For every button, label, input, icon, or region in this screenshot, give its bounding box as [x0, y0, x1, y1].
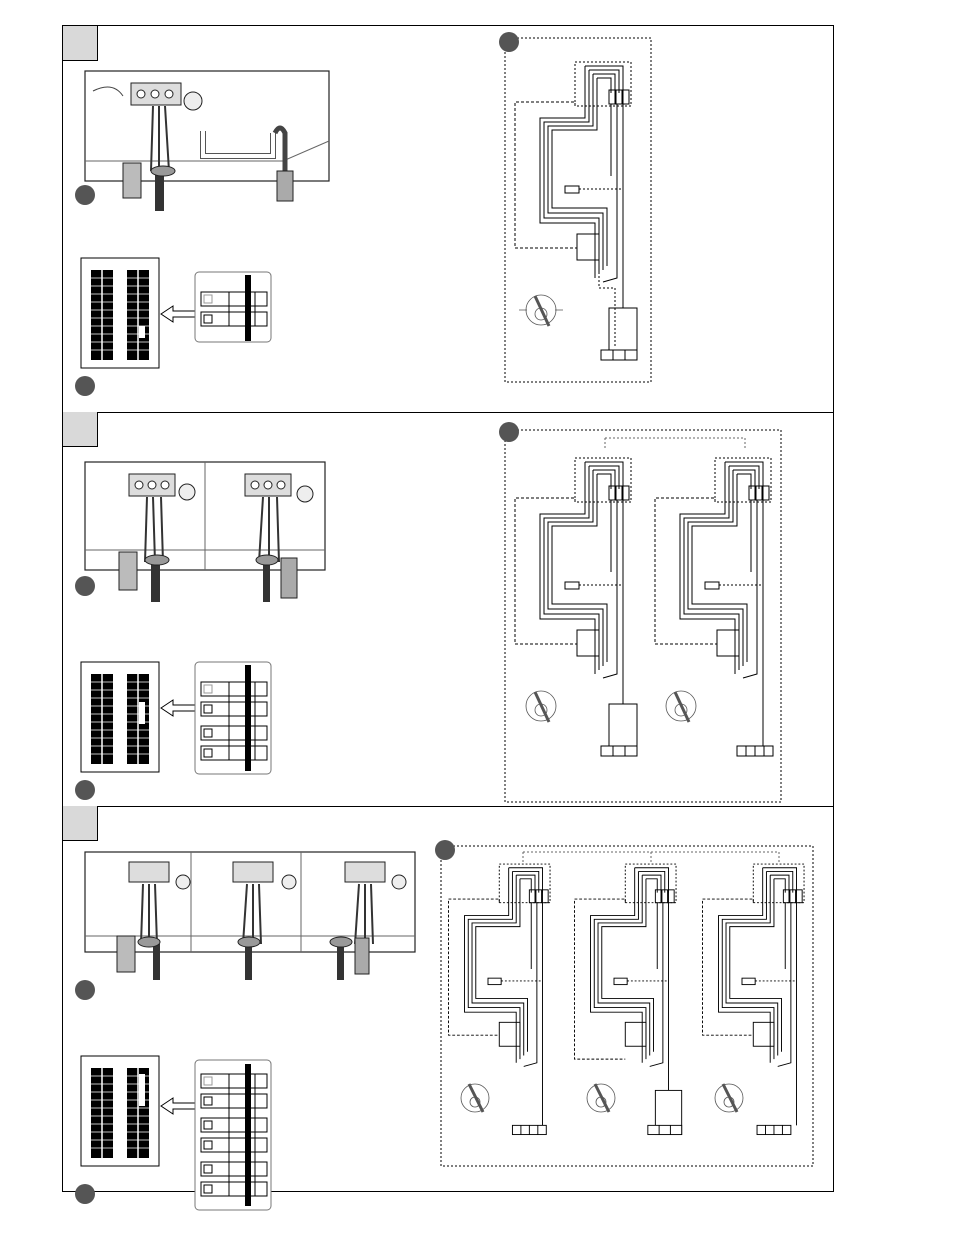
- step-marker: [499, 422, 519, 442]
- wiring-schematic: [505, 430, 783, 804]
- gas-valve-icon: [666, 691, 696, 722]
- step-marker: [75, 780, 95, 800]
- step-marker: [499, 32, 519, 52]
- water-heater-connection-illustration: [83, 71, 333, 211]
- water-heater-connection-illustration: [83, 462, 328, 602]
- panel-number-tab: [63, 412, 98, 447]
- diagram-frame: [62, 25, 834, 1192]
- breaker-panel-illustration: [81, 258, 161, 370]
- breaker-panel-illustration: [81, 662, 161, 774]
- water-heater-connection-illustration: [83, 852, 419, 982]
- step-marker: [435, 840, 455, 860]
- wiring-schematic: [505, 38, 655, 384]
- breaker-detail-illustration: [195, 272, 271, 344]
- gas-valve-icon: [461, 1084, 489, 1112]
- panel-one-unit: [63, 26, 833, 413]
- step-marker: [75, 980, 95, 1000]
- gas-valve-icon: [519, 295, 563, 326]
- gas-valve-icon: [587, 1084, 615, 1112]
- step-marker: [75, 185, 95, 205]
- wiring-schematic: [441, 846, 815, 1168]
- gas-valve-icon: [526, 691, 556, 722]
- breaker-detail-illustration: [195, 1060, 271, 1212]
- step-marker: [75, 576, 95, 596]
- pointer-arrow-icon: [161, 304, 195, 324]
- pointer-arrow-icon: [161, 698, 195, 718]
- breaker-panel-illustration: [81, 1056, 161, 1168]
- panel-number-tab: [63, 26, 98, 61]
- panel-two-units: [63, 412, 833, 807]
- step-marker: [75, 376, 95, 396]
- breaker-detail-illustration: [195, 662, 271, 776]
- panel-three-units: [63, 806, 833, 1192]
- pointer-arrow-icon: [161, 1096, 195, 1116]
- step-marker: [75, 1184, 95, 1204]
- gas-valve-icon: [715, 1084, 743, 1112]
- panel-number-tab: [63, 806, 98, 841]
